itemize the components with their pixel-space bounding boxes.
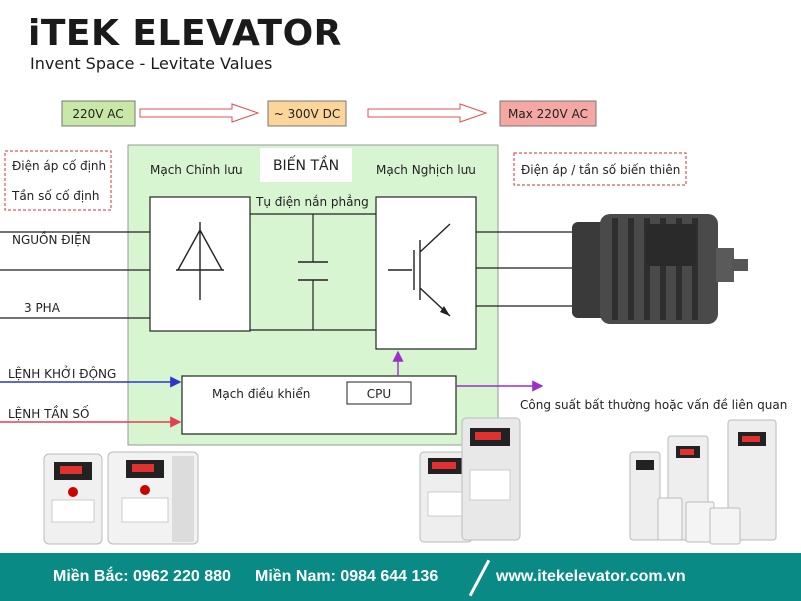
inverter-device-small-1 <box>43 453 103 545</box>
stage-arrow-2 <box>367 103 488 123</box>
stage-ac-out-label: Max 220V AC <box>508 107 588 121</box>
cpu-label: CPU <box>367 387 391 401</box>
footer-bar <box>0 553 801 601</box>
brand-tagline: Invent Space - Levitate Values <box>30 54 273 73</box>
footer-south-contact: Miền Nam: 0984 644 136 <box>255 568 439 585</box>
brand-logo: iTEK ELEVATOR <box>28 13 342 54</box>
inverter-device-medium-1 <box>419 451 473 543</box>
inverter-device-medium-2 <box>461 417 521 541</box>
stage-ac-in-box <box>61 100 136 127</box>
inverter-device-small-2 <box>107 451 199 545</box>
footer-website-link[interactable]: www.itekelevator.com.vn <box>496 568 686 585</box>
output-signal-label: Công suất bất thường hoặc vấn đề liên qu… <box>520 398 787 412</box>
stage-arrow-1 <box>139 103 260 123</box>
inverter-circuit-label: Mạch Nghịch lưu <box>376 163 476 177</box>
inverter-device-range <box>629 419 777 545</box>
stage-dc-box <box>267 100 347 127</box>
control-label: Mạch điều khiển <box>212 387 310 401</box>
capacitor-label: Tụ điện nắn phẳng <box>255 194 369 209</box>
inverter-title: BIẾN TẦN <box>273 155 339 174</box>
footer-north-contact: Miền Bắc: 0962 220 880 <box>53 568 231 585</box>
stage-ac-out-box <box>499 100 597 127</box>
input-phase-label: 3 PHA <box>24 301 61 315</box>
stage-ac-in-label: 220V AC <box>72 107 123 121</box>
input-power-label: NGUỒN ĐIỆN <box>12 231 91 247</box>
diode-symbol <box>176 222 224 300</box>
left-note-line1: Điện áp cố định <box>12 159 106 173</box>
igbt-symbol <box>388 223 451 317</box>
right-note-label: Điện áp / tần số biến thiên <box>521 163 680 177</box>
freq-command-label: LỆNH TẦN SỐ <box>8 405 89 421</box>
inverter-diagram: 220V AC ~ 300V DC Max 220V AC Điện áp cố… <box>0 100 787 545</box>
control-block <box>181 375 457 435</box>
left-note-box <box>4 150 112 211</box>
cpu-box <box>346 381 412 405</box>
motor-illustration <box>572 214 748 324</box>
inverter-title-box <box>260 148 352 182</box>
igbt-arrow <box>440 306 450 316</box>
left-note-line2: Tần số cố định <box>11 189 99 203</box>
start-command-label: LỆNH KHỞI ĐỘNG <box>8 365 116 381</box>
right-note-box <box>513 152 687 186</box>
stage-dc-label: ~ 300V DC <box>274 107 340 121</box>
rectifier-label: Mạch Chỉnh lưu <box>150 163 243 177</box>
inverter-block <box>375 196 477 350</box>
